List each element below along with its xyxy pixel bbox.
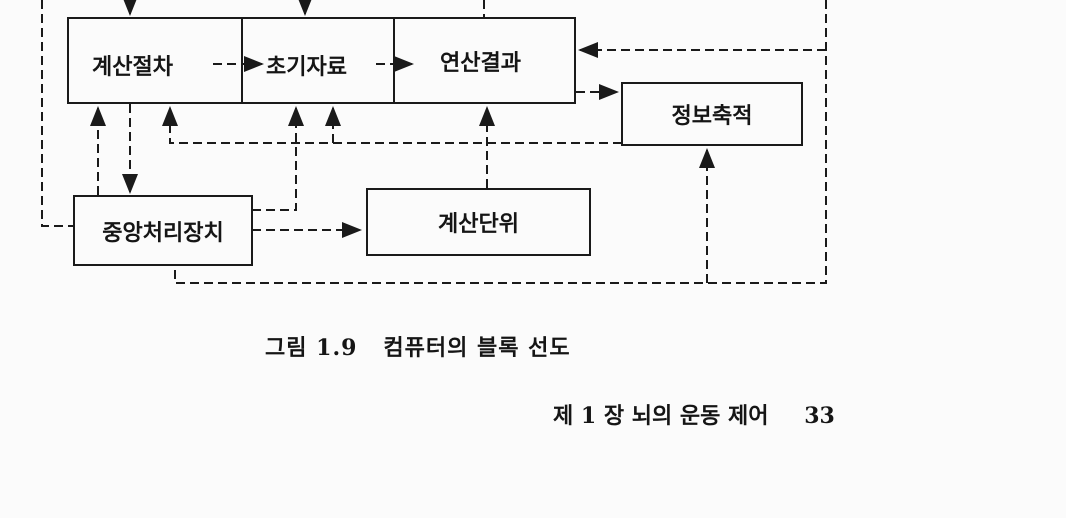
storage-return-line [162,106,622,144]
top-block [67,17,576,104]
node-procedure: 계산절차 [92,54,173,80]
node-initial-data: 초기자료 [266,54,347,80]
left-feedback-line [41,0,73,227]
chapter-title: 제 1 장 뇌의 운동 제어 [553,403,769,429]
node-result: 연산결과 [440,50,521,76]
node-storage: 정보축적 [621,82,803,146]
initial-data-divider [241,17,395,104]
right-feedback-line [174,0,827,284]
node-compute-unit: 계산단위 [366,188,591,256]
page-number: 33 [804,403,835,429]
node-cpu: 중앙처리장치 [73,195,253,266]
page-footer: 제 1 장 뇌의 운동 제어 33 [553,398,835,430]
figure-caption: 그림 1.9 컴퓨터의 블록 선도 [265,335,571,361]
arrow-cpu-to-initial [252,106,304,211]
